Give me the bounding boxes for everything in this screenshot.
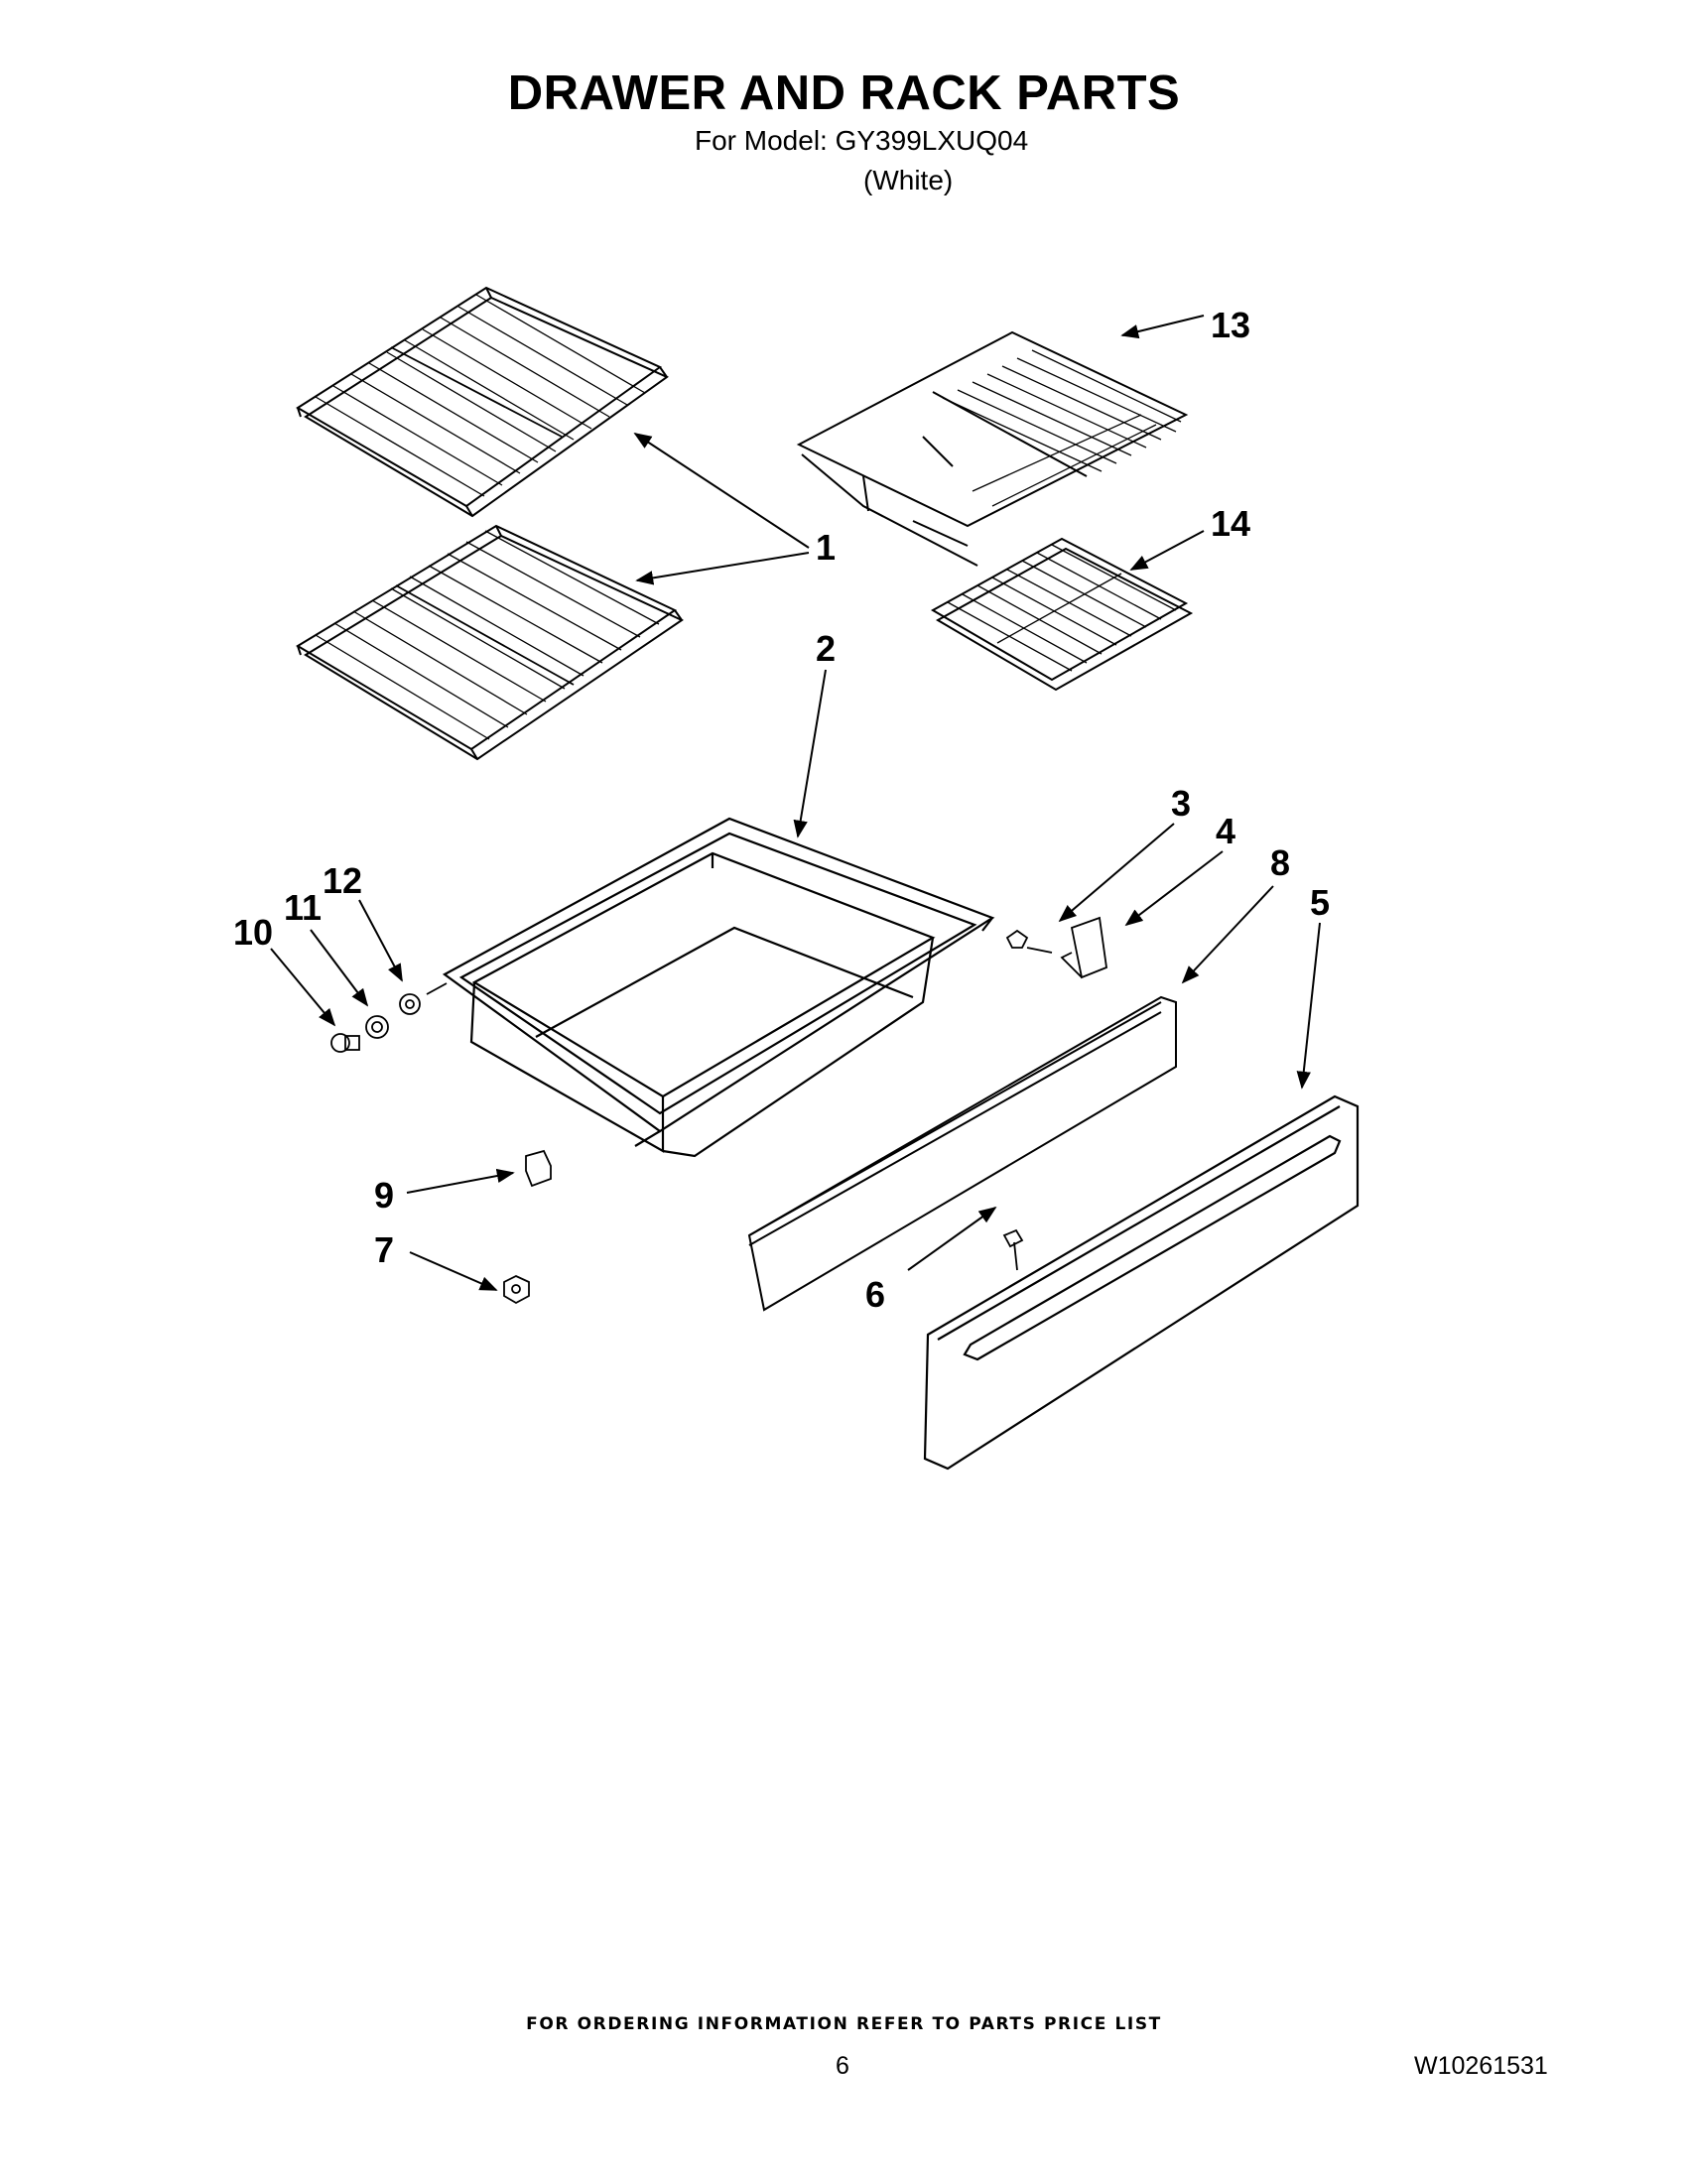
callout-5: 5 (1310, 882, 1330, 923)
oven-rack-lower (296, 524, 685, 761)
page-number: 6 (836, 2052, 849, 2080)
page-title: DRAWER AND RACK PARTS (507, 66, 1181, 120)
callout-9: 9 (374, 1175, 394, 1216)
callout-10: 10 (233, 912, 273, 953)
callout-14: 14 (1211, 503, 1250, 544)
callout-11: 11 (284, 887, 322, 928)
drawer-rail (747, 995, 1177, 1312)
half-oven-rack (930, 537, 1194, 692)
drawer-screw (1002, 1228, 1024, 1271)
callout-8: 8 (1270, 842, 1290, 883)
drawer-front-panel (923, 1094, 1360, 1471)
drawer-roller-parts (330, 982, 448, 1053)
split-oven-rack (796, 330, 1189, 567)
callout-1: 1 (816, 527, 836, 568)
rail-screw-and-clip (1005, 916, 1107, 979)
callout-6: 6 (865, 1274, 885, 1315)
callout-13: 13 (1211, 305, 1250, 345)
callout-12: 12 (323, 860, 362, 901)
drawer-glide-block (525, 1149, 552, 1188)
hex-nut (503, 1275, 530, 1305)
callout-leaders (270, 315, 1321, 1291)
document-number: W10261531 (1414, 2052, 1548, 2080)
callout-3: 3 (1171, 783, 1191, 824)
model-line: For Model: GY399LXUQ04 (695, 125, 1029, 156)
storage-drawer (442, 817, 995, 1158)
callout-labels: 1 2 3 4 5 6 7 8 9 10 11 12 13 14 (233, 305, 1330, 1315)
callout-4: 4 (1216, 811, 1235, 851)
ordering-note: FOR ORDERING INFORMATION REFER TO PARTS … (526, 2014, 1162, 2034)
color-line: (White) (863, 165, 954, 195)
callout-2: 2 (816, 628, 836, 669)
callout-7: 7 (374, 1229, 394, 1270)
oven-rack-upper (296, 286, 669, 518)
